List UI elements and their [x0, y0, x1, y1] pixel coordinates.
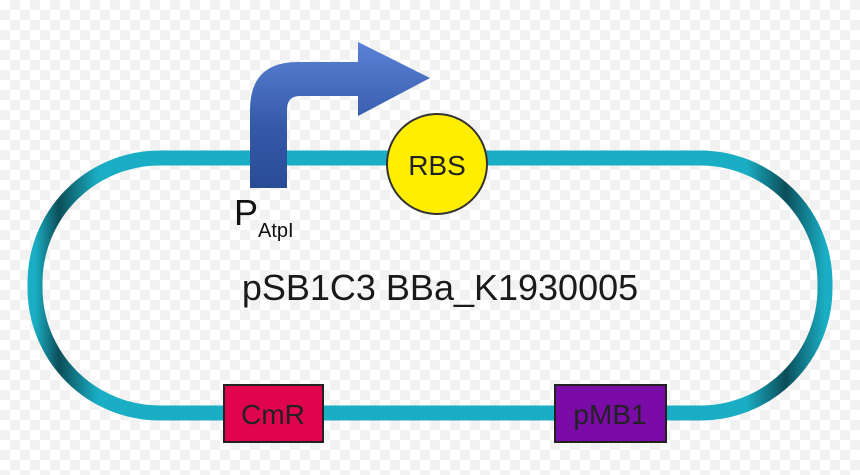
promoter-label-main: P — [234, 192, 258, 233]
cmr-label: CmR — [241, 399, 305, 430]
rbs-part: RBS — [386, 113, 488, 215]
promoter-label: PAtpI — [234, 192, 294, 242]
cmr-part: CmR — [223, 384, 324, 443]
plasmid-name: pSB1C3 BBa_K1930005 — [242, 267, 638, 308]
cmr-box — [223, 384, 324, 443]
rbs-circle — [386, 113, 488, 215]
pmb1-box — [554, 384, 667, 443]
pmb1-label: pMB1 — [573, 399, 646, 430]
promoter-label-subscript: AtpI — [258, 220, 294, 242]
rbs-label: RBS — [408, 150, 466, 181]
promoter-arrow-icon — [250, 42, 430, 188]
pmb1-part: pMB1 — [554, 384, 667, 443]
